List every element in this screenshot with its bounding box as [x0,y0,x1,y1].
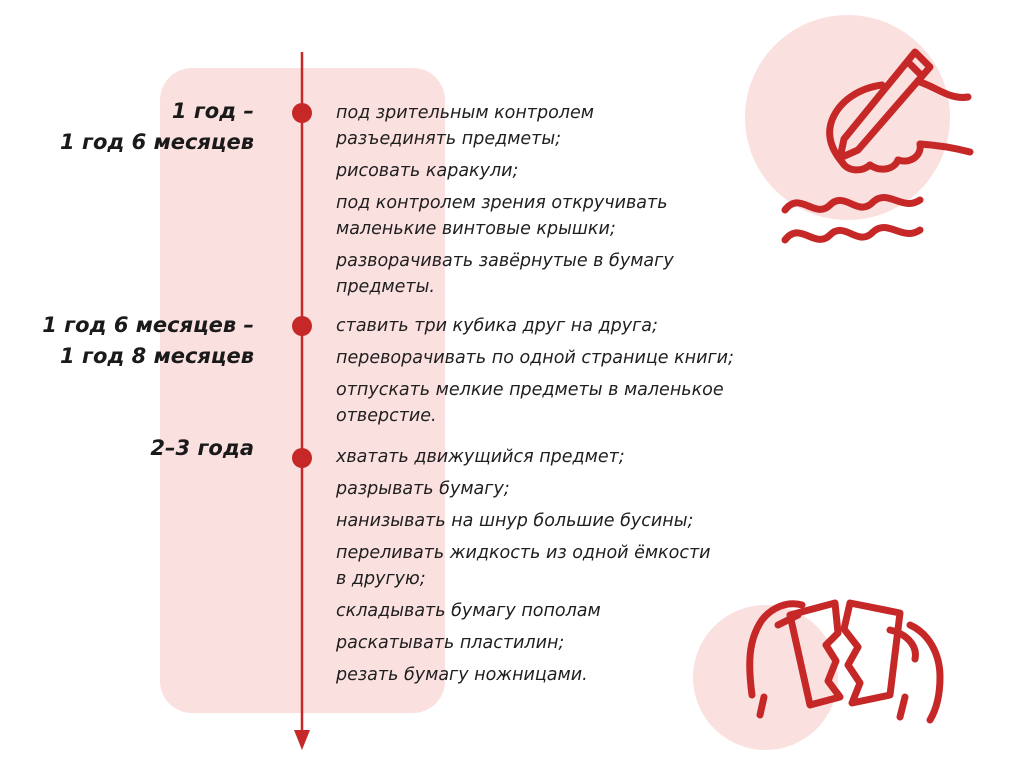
timeline-marker [292,103,312,123]
age-line: 2–3 года [150,436,254,460]
skill-item: раскатывать пластилин; [336,633,565,653]
skill-item: хватать движущийся предмет; [336,447,625,467]
skill-item: нанизывать на шнур большие бусины; [336,511,694,531]
skill-item: складывать бумагу пополам [336,601,601,621]
skill-item: разрывать бумагу; [336,479,510,499]
age-label-stage-3: 2–3 года [150,433,254,464]
skill-item: отпускать мелкие предметы в маленькое от… [336,380,724,426]
decorative-circle [693,605,838,750]
age-label-stage-2: 1 год 6 месяцев – 1 год 8 месяцев [42,310,254,372]
timeline-arrowhead [294,730,310,750]
skill-item: резать бумагу ножницами. [336,665,588,685]
age-line: 1 год 6 месяцев – [42,313,254,337]
age-label-stage-1: 1 год – 1 год 6 месяцев [60,96,254,158]
age-line: 1 год 6 месяцев [60,130,254,154]
timeline-marker [292,448,312,468]
skill-item: рисовать каракули; [336,161,519,181]
skill-item: ставить три кубика друг на друга; [336,316,658,336]
skill-item: переливать жидкость из одной ёмкости в д… [336,543,711,589]
hands-tearing-paper-icon [746,599,944,724]
hand-writing-icon [781,48,974,244]
age-line: 1 год 8 месяцев [60,344,254,368]
skills-stage-2: ставить три кубика друг на друга; перево… [336,313,806,435]
timeline-marker [292,316,312,336]
skill-item: разворачивать завёрнутые в бумагу предме… [336,251,674,297]
skill-item: под зрительным контролем разъединять пре… [336,103,594,149]
skills-stage-3: хватать движущийся предмет; разрывать бу… [336,444,806,694]
skill-item: под контролем зрения откручивать маленьк… [336,193,668,239]
skills-stage-1: под зрительным контролем разъединять пре… [336,100,806,306]
age-line: 1 год – [171,99,254,123]
skill-item: переворачивать по одной странице книги; [336,348,734,368]
